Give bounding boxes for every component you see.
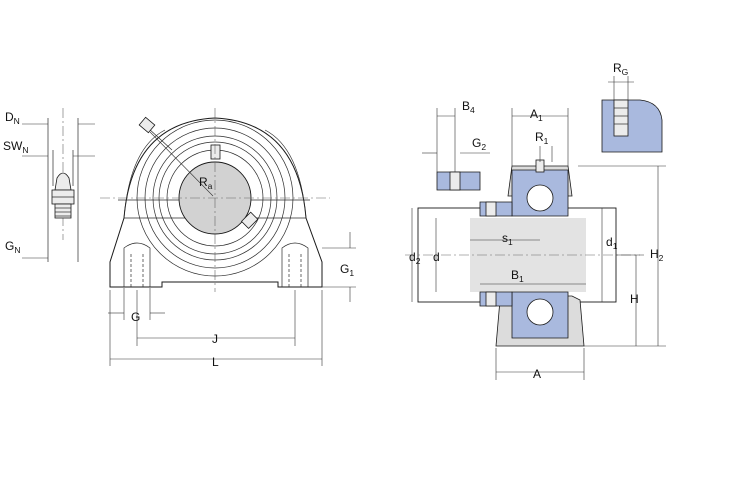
label-g1: G1 xyxy=(340,262,354,278)
label-d1: d1 xyxy=(606,235,618,251)
label-l: L xyxy=(212,355,219,369)
label-d2: d2 xyxy=(409,250,421,266)
label-rg: RG xyxy=(613,61,628,77)
label-r1: R1 xyxy=(535,130,549,146)
label-s1: s1 xyxy=(502,231,513,247)
grease-hole-detail xyxy=(601,76,663,153)
label-g2: G2 xyxy=(472,136,486,152)
label-ra: Ra xyxy=(199,175,213,191)
label-swn: SWN xyxy=(3,139,28,155)
label-dn: DN xyxy=(5,110,20,126)
label-a1: A1 xyxy=(530,107,543,123)
label-a: A xyxy=(533,367,541,381)
label-h2: H2 xyxy=(650,247,664,263)
label-gn: GN xyxy=(5,239,20,255)
label-j: J xyxy=(212,332,218,346)
label-b1: B1 xyxy=(511,268,524,284)
grease-nipple-view xyxy=(22,108,95,262)
housing-front-view xyxy=(100,108,356,366)
dimension-labels: DN SWN GN Ra G J L G1 B4 G2 A1 R1 RG s1 … xyxy=(3,61,664,381)
label-b4: B4 xyxy=(462,99,475,115)
label-h: H xyxy=(630,292,639,306)
label-d: d xyxy=(433,250,440,264)
housing-section-view xyxy=(405,108,666,380)
label-g: G xyxy=(131,310,140,324)
